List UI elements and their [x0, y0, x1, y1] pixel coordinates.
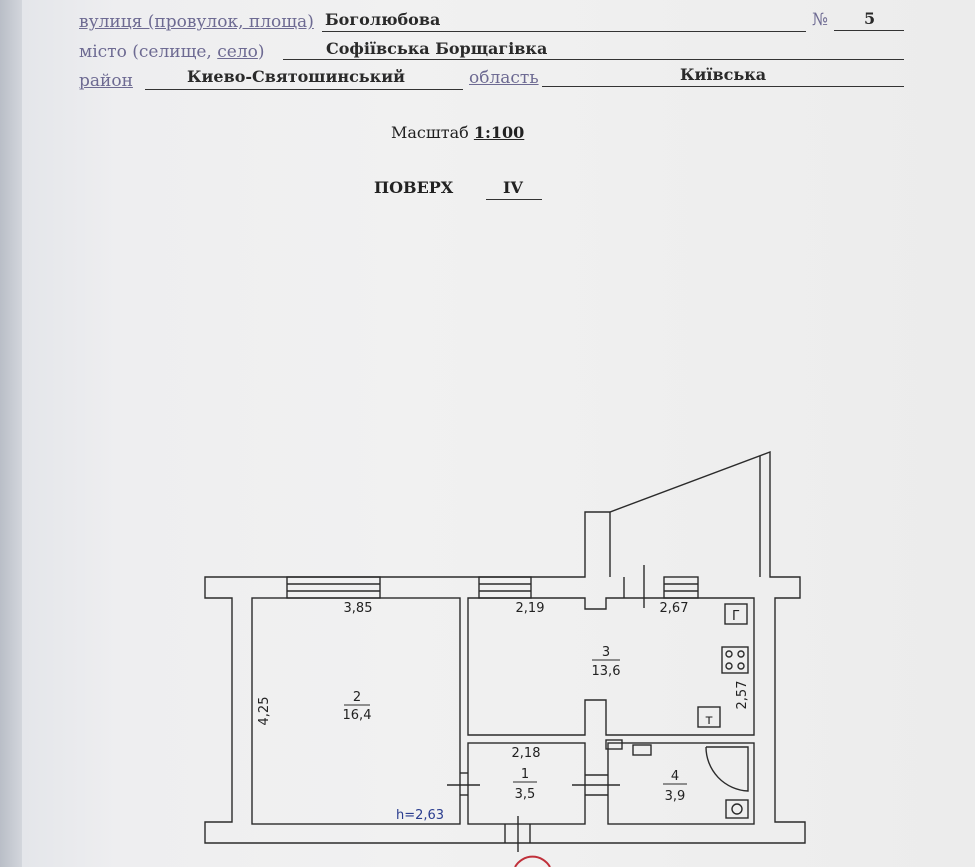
- dim-room3-right: 2,67: [660, 601, 689, 616]
- region-value: Київська: [680, 65, 767, 84]
- sink-letter: т: [705, 713, 713, 728]
- stove-icon: [721, 646, 749, 674]
- outer-wall: [204, 450, 806, 844]
- room-1-number: 1: [521, 767, 529, 782]
- window-room-2: [286, 576, 381, 599]
- ceiling-height: h=2,63: [396, 808, 444, 823]
- basin-icon: [725, 799, 749, 819]
- room-3-area: 13,6: [592, 664, 621, 679]
- dim-room3-left: 2,19: [516, 601, 545, 616]
- dim-room3-height: 2,57: [735, 681, 750, 710]
- room-1-area: 3,5: [515, 787, 536, 802]
- dim-room2-height: 4,25: [257, 697, 272, 726]
- room-3-outline: [467, 597, 755, 736]
- gas-meter-icon: [724, 603, 748, 625]
- number-value: 5: [864, 9, 876, 28]
- floor-number: IV: [503, 178, 523, 197]
- floor-underline: [486, 199, 542, 200]
- region-underline: [542, 86, 904, 87]
- room-4-area: 3,9: [665, 789, 686, 804]
- city-underline: [283, 59, 904, 60]
- window-room-3-left: [478, 576, 532, 599]
- dim-room2-width: 3,85: [344, 601, 373, 616]
- kitchen-sink-icon: [697, 706, 721, 728]
- room-3-number: 3: [602, 645, 610, 660]
- dim-room1-width: 2,18: [512, 746, 541, 761]
- district-label: район: [79, 71, 133, 91]
- floor: ПОВЕРХ: [374, 178, 454, 197]
- scale: Масштаб 1:100: [391, 123, 525, 142]
- street-underline: [322, 31, 806, 32]
- room-4-outline: [607, 742, 755, 825]
- street-label: вулиця (провулок, площа): [79, 12, 314, 32]
- room-2-number: 2: [353, 690, 361, 705]
- number-label: №: [812, 10, 829, 30]
- district-underline: [145, 89, 463, 90]
- entry-marker: [514, 855, 551, 867]
- room-4-number: 4: [671, 769, 679, 784]
- street-value: Боголюбова: [325, 10, 441, 29]
- region-label: область: [469, 68, 539, 88]
- gas-meter-letter: Г: [732, 609, 740, 624]
- number-underline: [834, 30, 904, 31]
- city-label: місто (селище, село): [79, 42, 265, 62]
- room-2-area: 16,4: [343, 708, 372, 723]
- room-1-outline: [467, 742, 586, 825]
- document-page: [22, 0, 975, 867]
- shower-icon: [705, 746, 749, 792]
- district-value: Киево-Святошинський: [187, 67, 405, 86]
- page-shadow: [0, 0, 22, 867]
- window-room-3-right: [663, 576, 699, 599]
- city-value: Софіївська Борщагівка: [326, 39, 548, 58]
